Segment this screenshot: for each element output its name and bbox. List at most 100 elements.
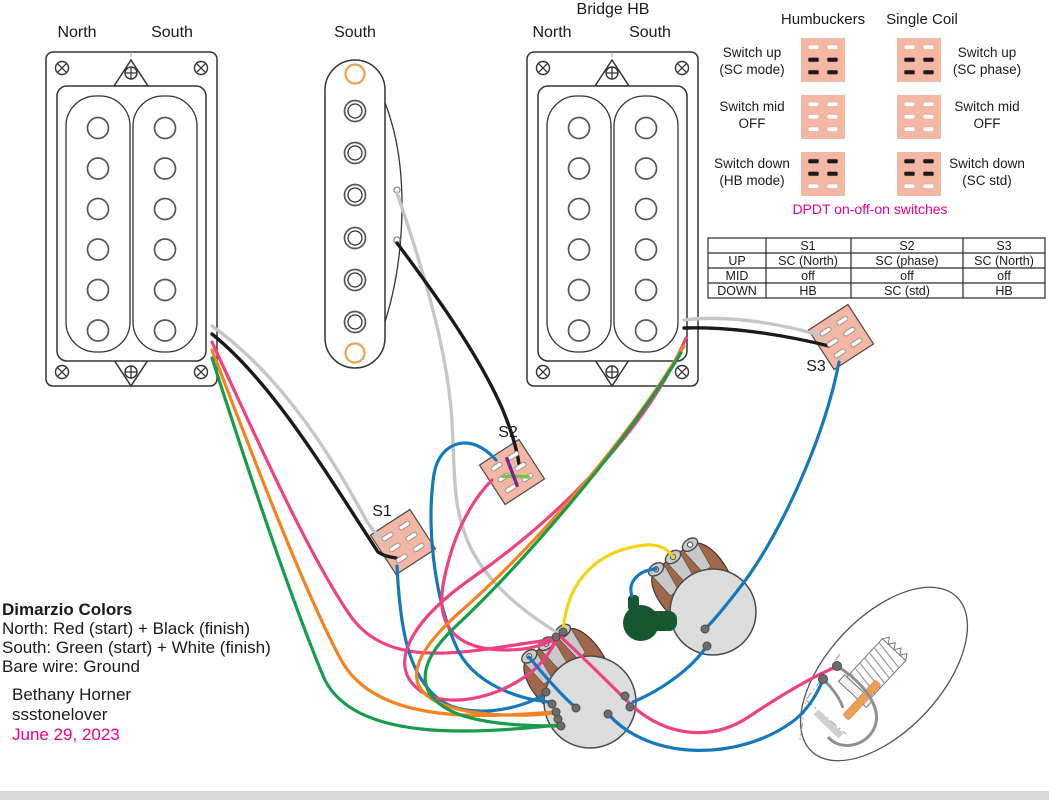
wire-middle-black [395,241,521,466]
legend-right-mid: Switch mid [954,99,1019,114]
table-cell-up-s2: SC (phase) [875,254,938,268]
terminal-dash [807,114,820,120]
legend-right-down-sub: (SC std) [962,173,1012,188]
table-cell-mid-s2: off [900,269,914,283]
terminal-dash [826,126,839,132]
table-cell-down-s3: HB [995,284,1012,298]
switch-truth-table [707,237,1046,299]
bridge-south-label: South [629,24,671,41]
table-row-down-label: DOWN [717,284,757,298]
switch-s2-label: S2 [498,424,518,441]
legend-left-up: Switch up [723,45,782,60]
switch-s3-label: S3 [806,358,826,375]
terminal-dash [903,69,916,75]
terminal-dash [922,57,935,63]
wire-neck-black [210,332,398,560]
wire-volume-to-jack-hot [559,635,838,735]
legend-caption-dpdt: DPDT on-off-on switches [792,201,947,217]
neck-north-label: North [57,24,96,41]
output-jack [799,586,969,762]
table-header-s2: S2 [899,239,914,253]
legend-left-up-sub: (SC mode) [719,62,784,77]
solder-joints [541,624,842,731]
table-row-mid-label: MID [726,269,749,283]
tone-capacitor [623,595,677,641]
wire-bridge-black [682,326,831,348]
wire-neck-orange [210,348,556,718]
switch-legend [801,38,941,196]
wire-bridge-white [682,316,826,339]
legend-right-mid-sub: OFF [974,116,1001,131]
bridge-humbucker-pickup [526,51,699,388]
legend-left-mid-sub: OFF [739,116,766,131]
terminal-dash [922,171,935,177]
wire-tone-to-cap-blue [629,567,658,598]
legend-switch-sc-down [897,152,941,196]
terminal-dash [826,57,839,63]
table-row-up-label: UP [728,254,745,268]
notes-north: North: Red (start) + Black (finish) [2,619,250,638]
terminal-dash [807,69,820,75]
page-bottom-edge [0,791,1049,800]
terminal-dash [922,126,935,132]
pot-body [669,568,757,656]
middle-south-label: South [334,24,376,41]
table-cell-down-s2: SC (std) [884,284,930,298]
jack-insulator-strip [843,680,881,720]
terminal-dash [826,183,839,189]
legend-left-down: Switch down [714,156,790,171]
terminal-dash [903,158,916,164]
legend-right-up-sub: (SC phase) [953,62,1021,77]
wire-yellow-volume-to-tone [561,543,675,634]
legend-switch-hb-down [801,152,845,196]
wires [210,191,841,752]
terminal-dash [903,171,916,177]
legend-switch-hb-mid [801,95,845,139]
terminal-dash [922,114,935,120]
terminal-dash [903,126,916,132]
notes-south: South: Green (start) + White (finish) [2,638,271,657]
bridge-title: Bridge HB [577,1,650,18]
bridge-pole-pieces [567,116,658,342]
wire-s2-blue [429,441,552,704]
terminal-dash [826,158,839,164]
switch-s3 [807,303,875,371]
wire-volume-lug-blue [527,655,576,708]
terminal-dash [903,44,916,50]
neck-south-label: South [151,24,193,41]
neck-pole-pieces [86,116,177,342]
table-cell-up-s1: SC (North) [778,254,838,268]
s2-jumper-purple [505,456,519,488]
wire-middle-white [395,191,558,634]
legend-left-down-sub: (HB mode) [719,173,784,188]
table-header-s3: S3 [996,239,1011,253]
tone-pot [647,537,757,656]
wire-volume-to-jack-blue [607,680,824,752]
switch-s3-terminals [819,315,863,359]
table-cell-up-s3: SC (North) [974,254,1034,268]
wire-neck-green [210,356,560,733]
table-cell-mid-s1: off [801,269,815,283]
terminal-dash [807,158,820,164]
terminal-dash [903,183,916,189]
legend-title-single-coil: Single Coil [886,11,958,28]
terminal-dash [922,44,935,50]
legend-title-humbuckers: Humbuckers [781,11,865,28]
terminal-dash [826,171,839,177]
labels: North South South Bridge HB North South … [2,1,1034,744]
terminal-dash [807,126,820,132]
terminal-dash [903,57,916,63]
table-cell-down-s1: HB [799,284,816,298]
notes-handle: ssstonelover [12,705,108,724]
terminal-dash [903,114,916,120]
wire-bridge-green [423,351,683,728]
legend-switch-hb-up [801,38,845,82]
notes-bare: Bare wire: Ground [2,657,140,676]
terminal-dash [826,101,839,107]
terminal-dash [807,44,820,50]
terminal-dash [826,69,839,75]
legend-switch-sc-up [897,38,941,82]
bridge-north-label: North [532,24,571,41]
terminal-dash [922,183,935,189]
